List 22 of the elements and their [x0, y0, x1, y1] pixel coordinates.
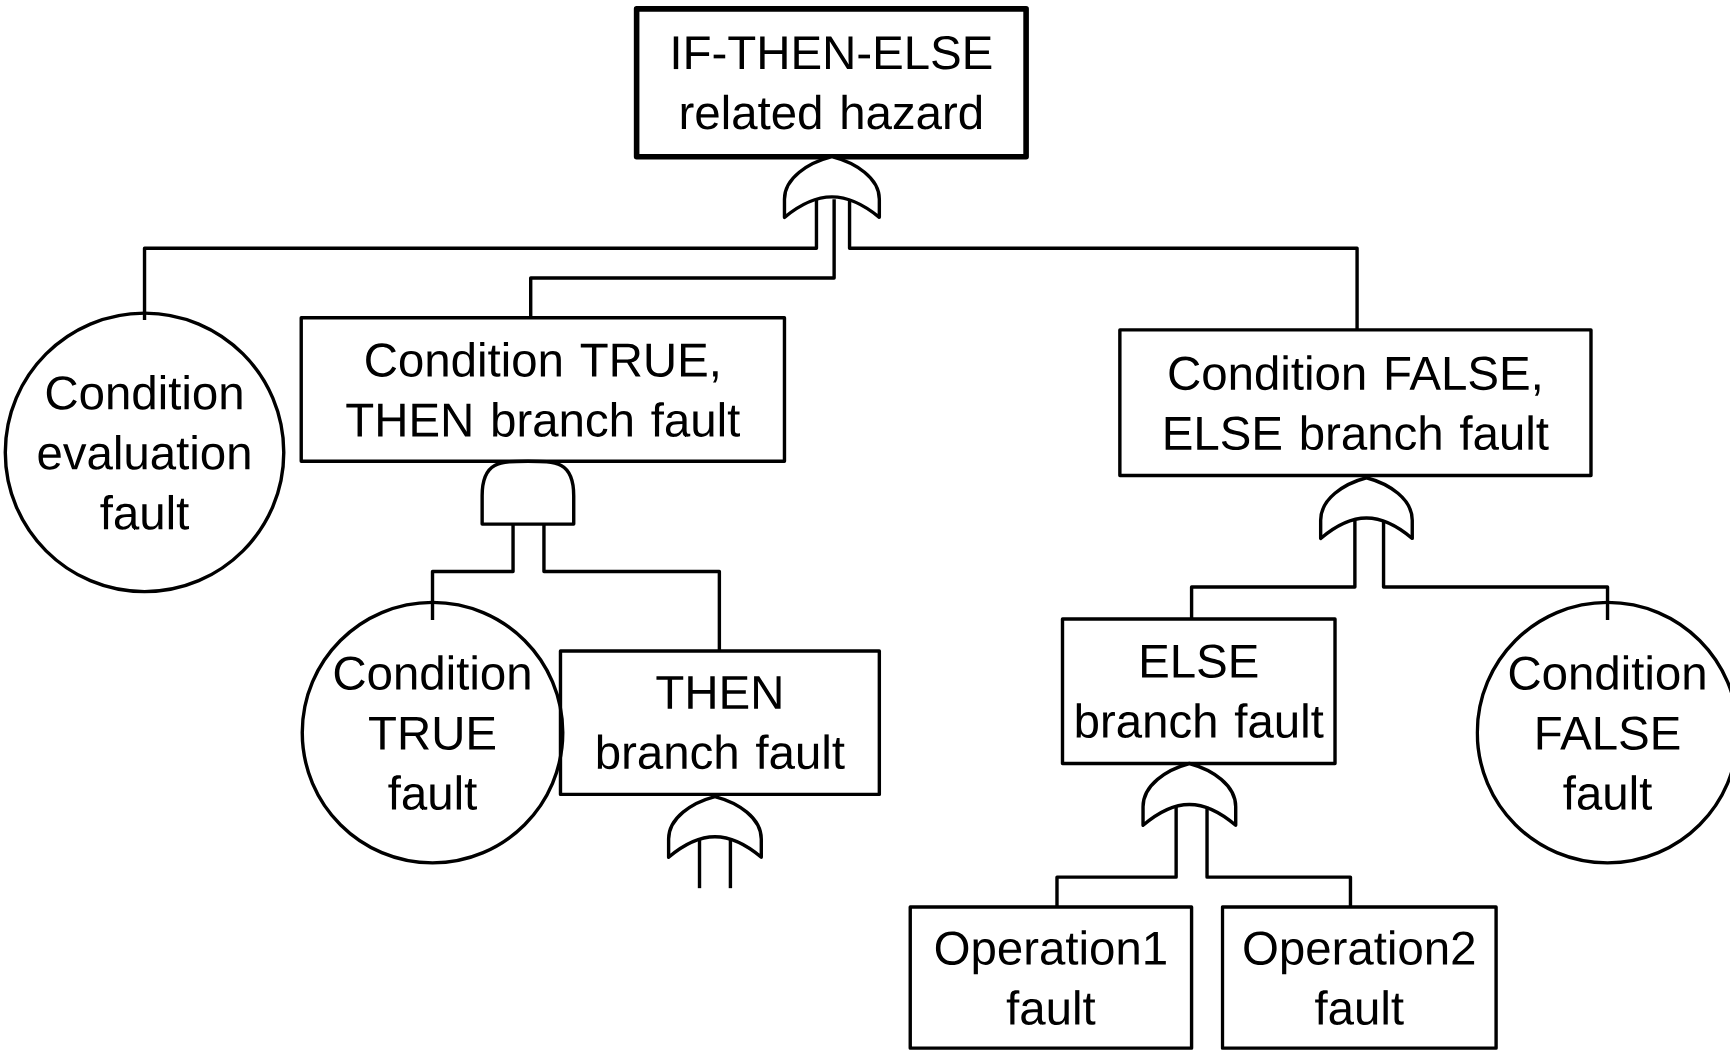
- connector-line: [1189, 520, 1357, 619]
- connector-line: [1205, 806, 1353, 907]
- or-gate-symbol: [1141, 761, 1238, 827]
- event-box: THEN branch fault: [558, 649, 882, 796]
- or-gate-symbol: [666, 794, 763, 859]
- connector-line: [697, 838, 702, 888]
- connector-line: [1055, 806, 1178, 907]
- connector-line: [142, 198, 819, 320]
- event-box: Condition FALSE, ELSE branch fault: [1118, 328, 1593, 477]
- connector-line: [529, 198, 836, 318]
- event-box: Operation2 fault: [1220, 905, 1498, 1050]
- event-box: Condition TRUE, THEN branch fault: [299, 315, 787, 463]
- connector-line: [430, 523, 515, 620]
- event-box: Operation1 fault: [908, 905, 1194, 1050]
- connector-line: [1381, 520, 1610, 620]
- or-gate-symbol: [1318, 475, 1414, 540]
- and-gate-symbol: [480, 459, 576, 526]
- connector-line: [542, 523, 722, 651]
- top-event-box: IF-THEN-ELSE related hazard: [633, 5, 1029, 160]
- connector-line: [847, 198, 1359, 330]
- connector-line: [728, 838, 733, 888]
- event-box: ELSE branch fault: [1060, 617, 1337, 765]
